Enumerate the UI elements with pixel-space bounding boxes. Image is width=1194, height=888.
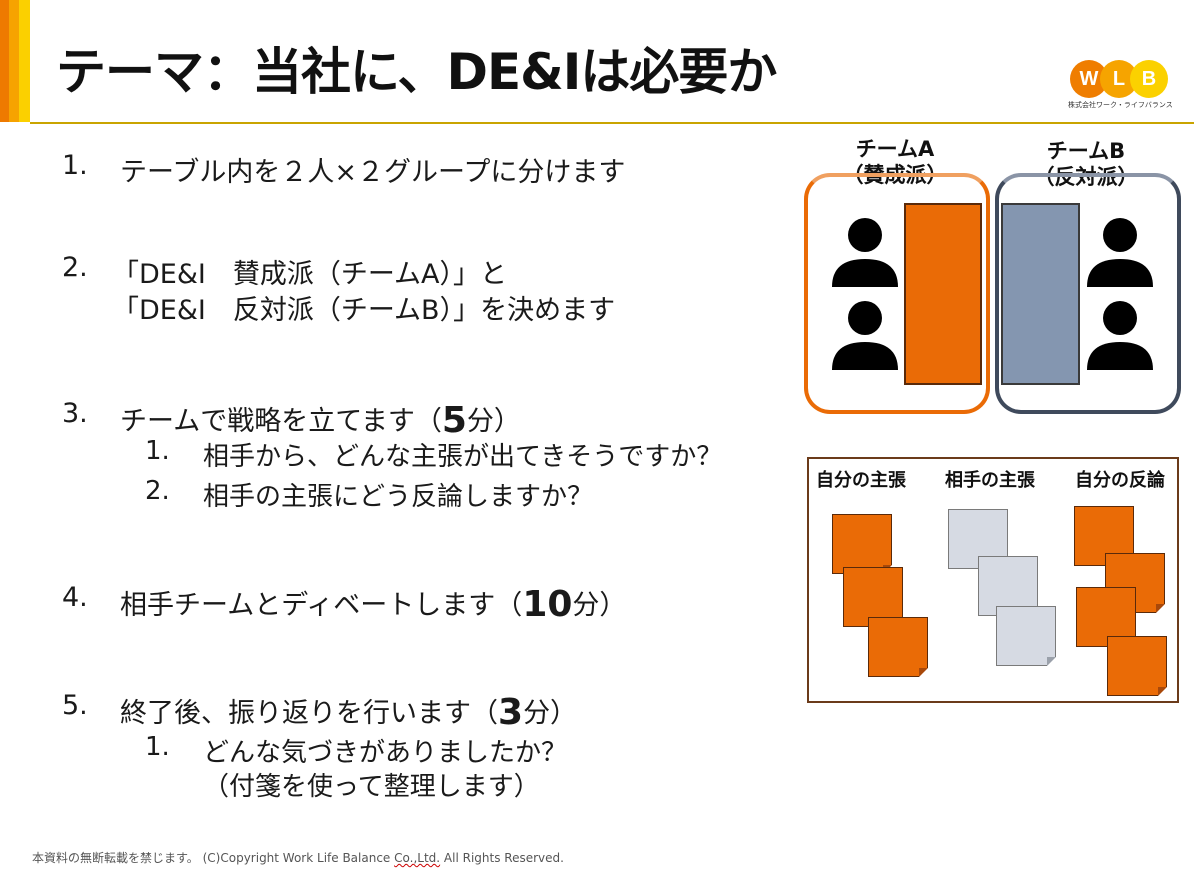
sticky-note (1107, 636, 1167, 696)
logo-subtitle: 株式会社ワーク・ライフバランス (1068, 101, 1173, 109)
team-b-label: チームB（反対派） (1033, 139, 1139, 189)
company-logo: W L B 株式会社ワーク・ライフバランス (1068, 60, 1173, 112)
person-icon (1087, 218, 1153, 287)
logo-letter-b: B (1130, 60, 1168, 98)
person-icon (832, 301, 898, 370)
team-b-panel (1001, 203, 1080, 385)
team-a-box (804, 173, 990, 414)
logo-letter-l: L (1100, 60, 1138, 98)
copyright-footer: 本資料の無断転載を禁じます。 (C)Copyright Work Life Ba… (32, 851, 564, 865)
notes-column-my-rebuttals: 自分の反論 (1075, 470, 1165, 491)
team-b-box (995, 173, 1181, 414)
sticky-note (832, 514, 892, 574)
notes-column-opponent-claims: 相手の主張 (945, 470, 1035, 491)
sticky-note (996, 606, 1056, 666)
person-icon (1087, 301, 1153, 370)
header-stripes (0, 0, 30, 122)
sticky-note (868, 617, 928, 677)
person-icon (832, 218, 898, 287)
team-a-panel (904, 203, 982, 385)
sticky-notes-board (807, 457, 1179, 703)
notes-column-my-claims: 自分の主張 (816, 470, 906, 491)
page-title: テーマ：当社に、DE&Iは必要か (56, 43, 777, 101)
title-divider (30, 122, 1194, 124)
